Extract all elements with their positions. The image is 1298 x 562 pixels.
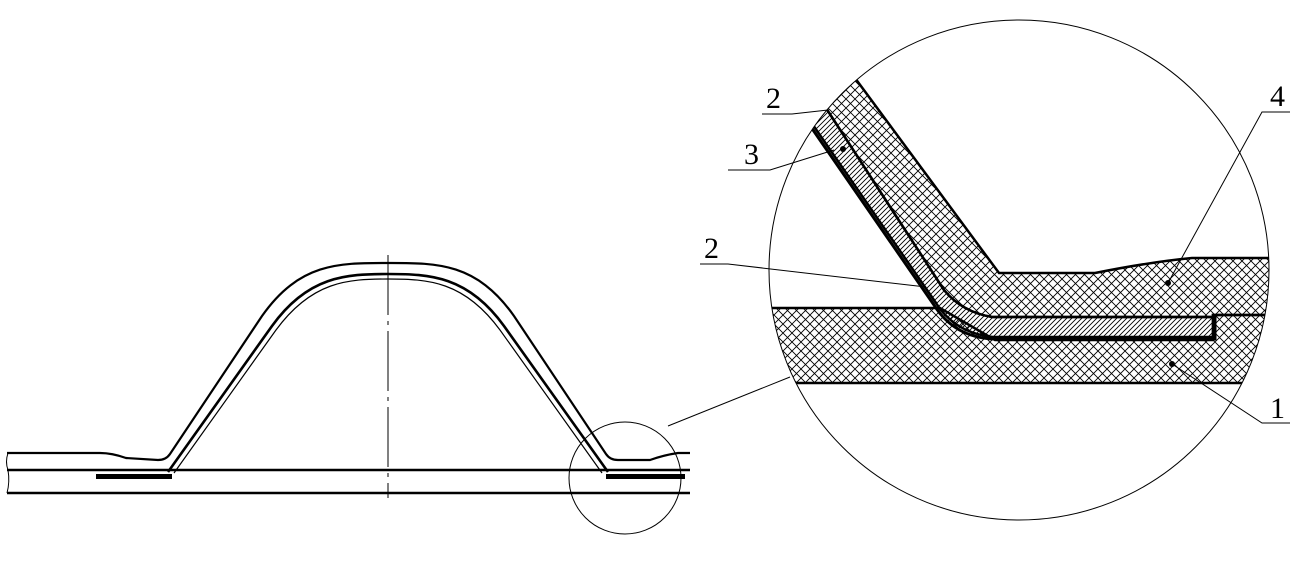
left-insert-strip bbox=[96, 474, 172, 479]
break-line bbox=[6, 452, 10, 494]
detail-leader-line bbox=[667, 376, 791, 427]
detail-view: 2 3 2 4 1 bbox=[700, 19, 1290, 521]
layer-3-dot bbox=[840, 146, 846, 152]
detail-marker-circle bbox=[568, 421, 682, 535]
right-insert-strip bbox=[606, 474, 685, 479]
detail-circle bbox=[768, 19, 1270, 521]
label-3: 3 bbox=[744, 138, 759, 171]
layer-2-outer-film bbox=[809, 126, 1217, 341]
label-middle-2: 2 bbox=[704, 232, 719, 265]
leader-3 bbox=[728, 149, 835, 171]
overall-view bbox=[6, 255, 791, 535]
label-1: 1 bbox=[1270, 392, 1285, 425]
top-layer-upper-edge bbox=[7, 261, 690, 462]
leader-top-2 bbox=[762, 109, 829, 115]
leader-middle-2 bbox=[700, 263, 927, 288]
layer-4-cover bbox=[824, 76, 1269, 319]
label-top-2: 2 bbox=[766, 82, 781, 115]
label-4: 4 bbox=[1270, 80, 1285, 113]
leader-4 bbox=[1167, 111, 1290, 284]
layer-3-strip bbox=[811, 105, 1215, 339]
leader-1 bbox=[1171, 363, 1290, 424]
